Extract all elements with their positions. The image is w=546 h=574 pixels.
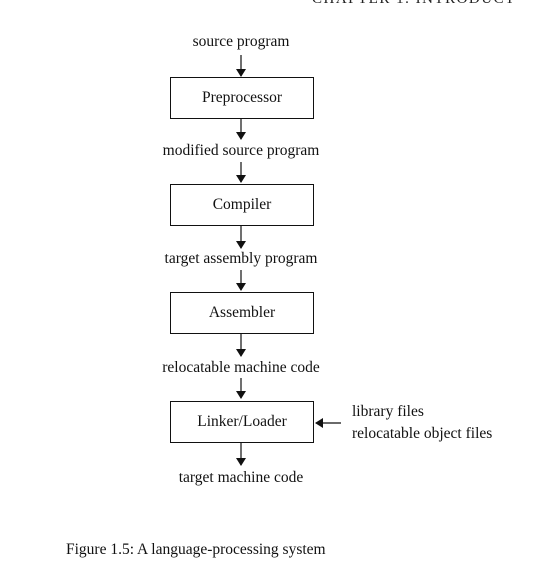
library-files-label: library files [352, 403, 424, 420]
linker-loader-box: Linker/Loader [170, 401, 314, 443]
target-machine-code-label: target machine code [178, 469, 304, 486]
linker-loader-label: Linker/Loader [197, 413, 287, 430]
modified-source-program-label: modified source program [162, 142, 320, 159]
compiler-box: Compiler [170, 184, 314, 226]
target-assembly-program-label: target assembly program [164, 250, 318, 267]
preprocessor-label: Preprocessor [201, 89, 283, 106]
relocatable-object-files-label: relocatable object files [352, 425, 493, 442]
relocatable-machine-code-label: relocatable machine code [162, 359, 320, 376]
figure-caption: Figure 1.5: A language-processing system [66, 541, 326, 558]
running-header: CHAPTER 1. INTRODUCT [312, 0, 546, 13]
source-program-label: source program [192, 33, 290, 50]
assembler-label: Assembler [208, 304, 276, 321]
assembler-box: Assembler [170, 292, 314, 334]
compiler-label: Compiler [212, 196, 272, 213]
preprocessor-box: Preprocessor [170, 77, 314, 119]
